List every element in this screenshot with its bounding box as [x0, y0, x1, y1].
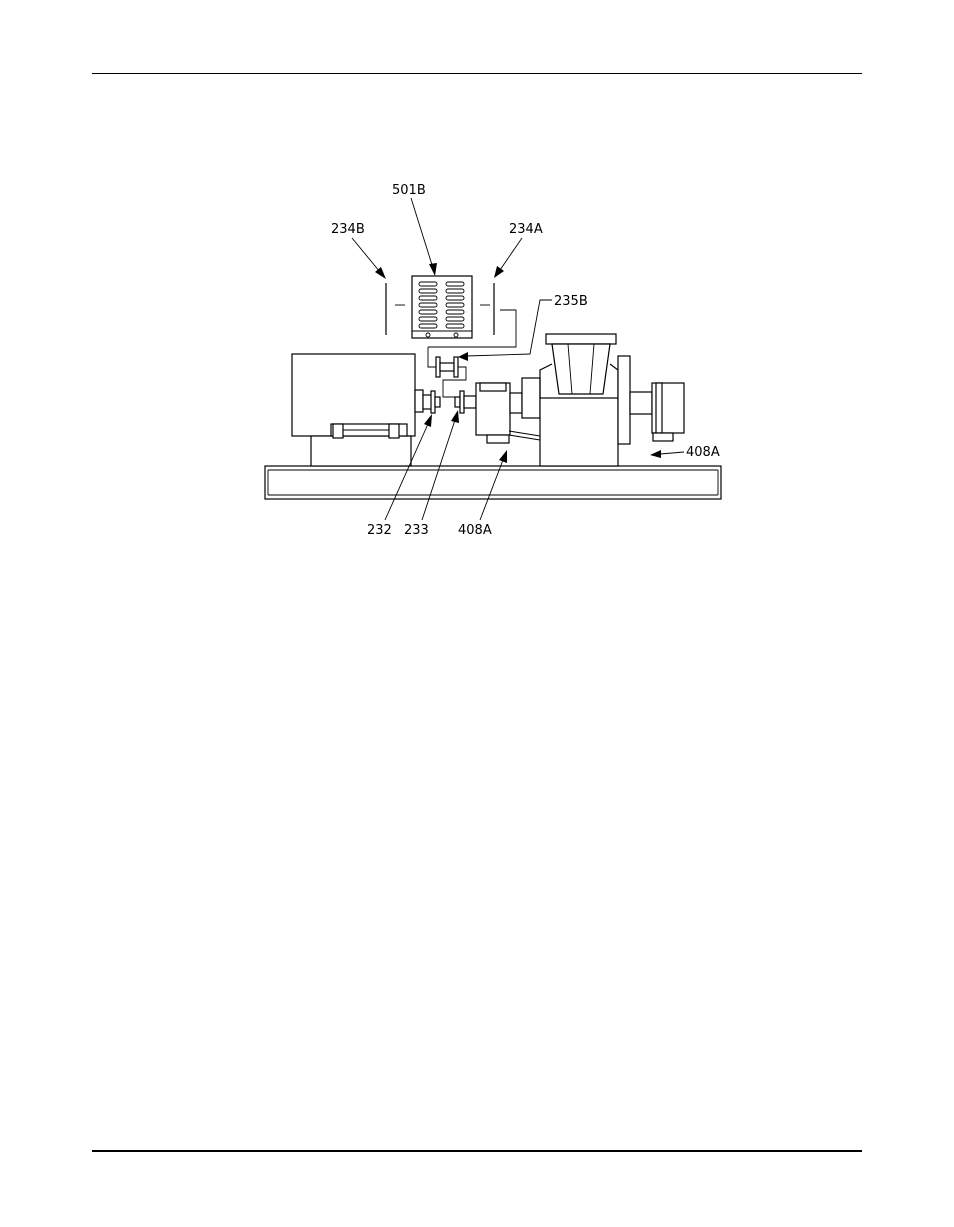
callout-501b: 501B — [392, 183, 426, 198]
callout-234a: 234A — [509, 222, 543, 237]
pump-bearing-housing-left — [476, 378, 540, 443]
motor — [292, 354, 433, 466]
guard-end-plate-234b — [386, 283, 405, 335]
callout-233: 233 — [404, 523, 429, 538]
callout-235b: 235B — [554, 294, 588, 309]
base-plate — [265, 466, 721, 499]
callout-408a-bottom: 408A — [458, 523, 492, 538]
pump-bearing-housing-right — [618, 356, 684, 444]
coupling-hub-232 — [431, 391, 440, 413]
coupling-guard-501b — [412, 276, 472, 338]
callout-234b: 234B — [331, 222, 365, 237]
coupling-spacer-235b — [428, 347, 466, 397]
callout-232: 232 — [367, 523, 392, 538]
coupling-hub-233 — [455, 391, 476, 413]
callout-408a-right: 408A — [686, 445, 720, 460]
